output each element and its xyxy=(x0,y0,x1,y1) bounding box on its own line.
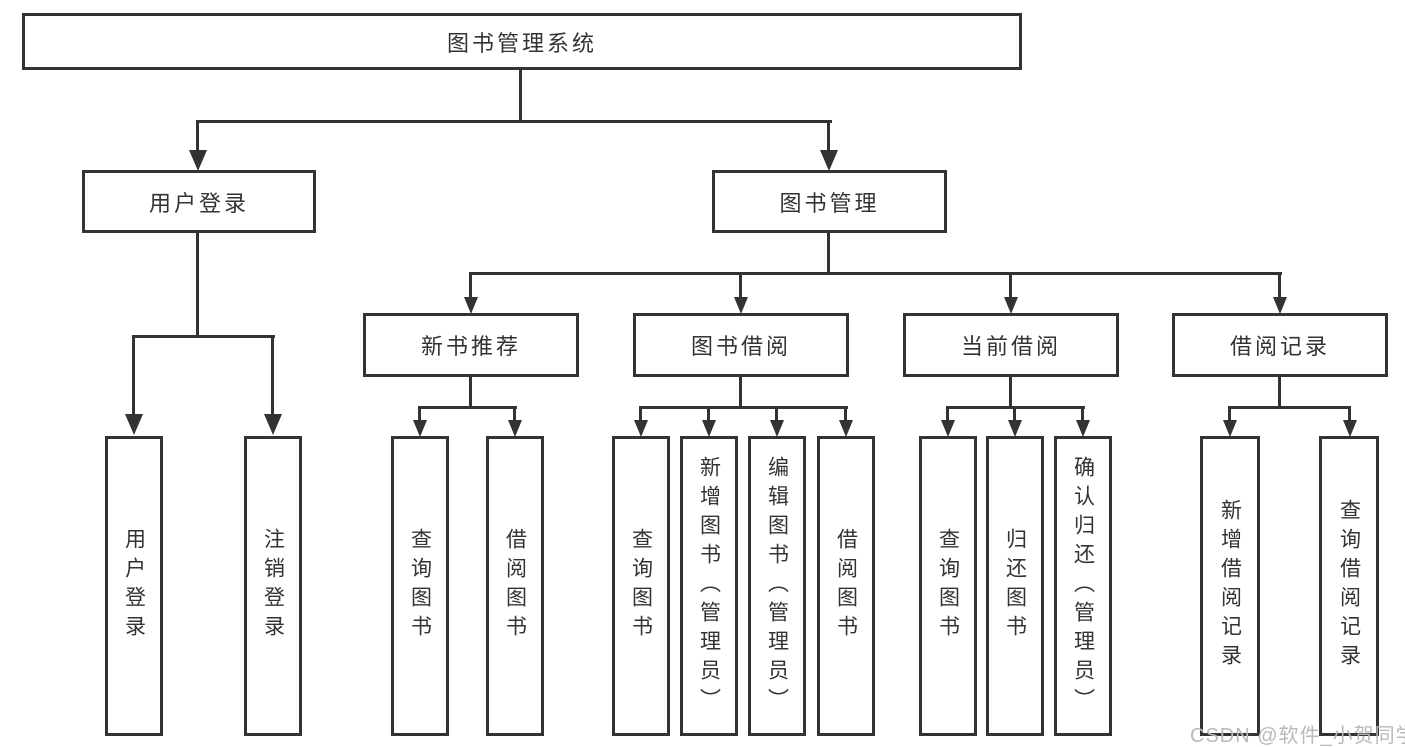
connector-borrowing-leaf1 xyxy=(639,406,642,421)
node-book-borrowing-label: 图书借阅 xyxy=(690,334,791,359)
leaf-borrow-borrow-label: 借阅图书 xyxy=(834,528,858,644)
leaf-borrow-edit-admin-label: 编辑图书（管理员） xyxy=(765,455,789,717)
connector-current-stub xyxy=(1009,377,1012,408)
node-new-book-recommend-label: 新书推荐 xyxy=(420,334,521,359)
leaf-borrow-add-admin-label: 新增图书（管理员） xyxy=(697,455,721,717)
node-borrow-records-label: 借阅记录 xyxy=(1229,334,1330,359)
connector-mgmt-l3c xyxy=(1009,272,1012,298)
connector-root-to-login xyxy=(196,120,199,152)
arrow-down-user-login xyxy=(125,414,143,435)
connector-mgmt-l3b xyxy=(739,272,742,298)
connector-mgmt-l3a xyxy=(469,272,472,298)
connector-records-leaf2 xyxy=(1348,406,1351,421)
connector-login-stub xyxy=(196,233,199,336)
connector-borrowing-stub xyxy=(739,377,742,408)
connector-records-stub xyxy=(1278,377,1281,408)
connector-current-leaf1 xyxy=(946,406,949,421)
arrow-down-newbooks-query xyxy=(413,420,427,437)
leaf-borrow-edit-admin: 编辑图书（管理员） xyxy=(748,436,806,736)
connector-borrowing-leaf4 xyxy=(844,406,847,421)
arrow-down-logout xyxy=(264,414,282,435)
arrow-down-borrowing xyxy=(734,297,748,314)
connector-mgmt-l3d xyxy=(1278,272,1281,298)
leaf-newbooks-query-label: 查询图书 xyxy=(408,528,432,644)
leaf-current-confirm-admin: 确认归还（管理员） xyxy=(1054,436,1112,736)
leaf-logout-label: 注销登录 xyxy=(261,528,285,644)
node-user-login-label: 用户登录 xyxy=(148,190,249,216)
arrow-down-records-query xyxy=(1343,420,1357,437)
connector-login-leaf1 xyxy=(132,335,135,415)
connector-borrowing-bar xyxy=(639,406,848,409)
node-current-borrow-label: 当前借阅 xyxy=(960,334,1061,359)
leaf-records-add-label: 新增借阅记录 xyxy=(1218,499,1242,673)
leaf-user-login-label: 用户登录 xyxy=(122,528,146,644)
connector-mgmt-bar xyxy=(469,272,1282,275)
leaf-newbooks-borrow: 借阅图书 xyxy=(486,436,544,736)
arrow-down-borrow-edit xyxy=(770,420,784,437)
arrow-down-records-add xyxy=(1223,420,1237,437)
node-user-login: 用户登录 xyxy=(82,170,316,233)
connector-root-stub xyxy=(519,70,522,122)
arrow-down-current-return xyxy=(1008,420,1022,437)
arrow-down-borrow-borrow xyxy=(839,420,853,437)
leaf-newbooks-borrow-label: 借阅图书 xyxy=(503,528,527,644)
connector-newbooks-stub xyxy=(469,377,472,408)
leaf-borrow-query-label: 查询图书 xyxy=(629,528,653,644)
connector-mgmt-stub xyxy=(827,233,830,274)
connector-newbooks-leaf2 xyxy=(513,406,516,421)
connector-borrowing-leaf2 xyxy=(707,406,710,421)
node-book-management: 图书管理 xyxy=(712,170,947,233)
leaf-records-query-label: 查询借阅记录 xyxy=(1337,499,1361,673)
connector-root-bar xyxy=(196,120,832,123)
connector-borrowing-leaf3 xyxy=(775,406,778,421)
node-root-label: 图书管理系统 xyxy=(446,30,597,56)
connector-login-leaf2 xyxy=(271,335,274,415)
leaf-current-query: 查询图书 xyxy=(919,436,977,736)
node-new-book-recommend: 新书推荐 xyxy=(363,313,579,377)
arrow-down-mgmt xyxy=(820,150,838,171)
leaf-logout: 注销登录 xyxy=(244,436,302,736)
node-borrow-records: 借阅记录 xyxy=(1172,313,1388,377)
leaf-current-return: 归还图书 xyxy=(986,436,1044,736)
leaf-user-login: 用户登录 xyxy=(105,436,163,736)
arrow-down-records xyxy=(1273,297,1287,314)
leaf-records-add: 新增借阅记录 xyxy=(1200,436,1260,736)
leaf-current-return-label: 归还图书 xyxy=(1003,528,1027,644)
leaf-borrow-borrow: 借阅图书 xyxy=(817,436,875,736)
connector-records-leaf1 xyxy=(1228,406,1231,421)
arrow-down-current-query xyxy=(941,420,955,437)
leaf-borrow-add-admin: 新增图书（管理员） xyxy=(680,436,738,736)
node-book-management-label: 图书管理 xyxy=(779,190,880,216)
connector-current-leaf3 xyxy=(1081,406,1084,421)
arrow-down-new-books xyxy=(464,297,478,314)
node-root: 图书管理系统 xyxy=(22,13,1022,70)
leaf-current-query-label: 查询图书 xyxy=(936,528,960,644)
node-book-borrowing: 图书借阅 xyxy=(633,313,849,377)
arrow-down-borrow-add xyxy=(702,420,716,437)
arrow-down-borrow-query xyxy=(634,420,648,437)
connector-newbooks-leaf1 xyxy=(418,406,421,421)
connector-newbooks-bar xyxy=(418,406,517,409)
arrow-down-newbooks-borrow xyxy=(508,420,522,437)
csdn-watermark: CSDN @软件_小贺同学 xyxy=(1190,725,1405,747)
arrow-down-current-confirm xyxy=(1076,420,1090,437)
leaf-records-query: 查询借阅记录 xyxy=(1319,436,1379,736)
arrow-down-login xyxy=(189,150,207,171)
leaf-borrow-query: 查询图书 xyxy=(612,436,670,736)
connector-records-bar xyxy=(1228,406,1351,409)
connector-current-leaf2 xyxy=(1013,406,1016,421)
arrow-down-current xyxy=(1004,297,1018,314)
connector-login-bar xyxy=(132,335,275,338)
leaf-current-confirm-admin-label: 确认归还（管理员） xyxy=(1071,455,1095,717)
connector-root-to-mgmt xyxy=(827,120,830,152)
node-current-borrow: 当前借阅 xyxy=(903,313,1119,377)
leaf-newbooks-query: 查询图书 xyxy=(391,436,449,736)
